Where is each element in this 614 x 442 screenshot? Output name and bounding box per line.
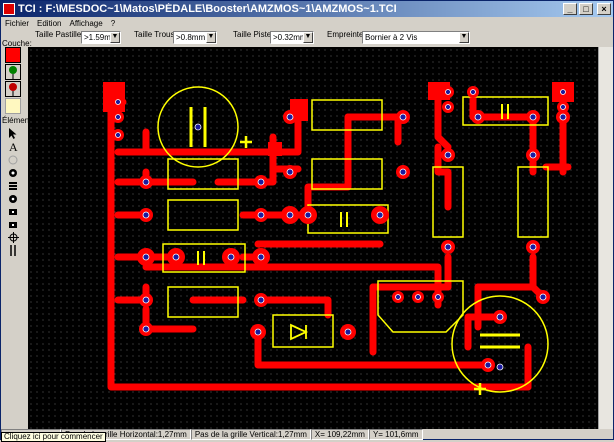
menu-affichage[interactable]: Affichage <box>69 19 103 28</box>
resistor-r5 <box>167 286 239 318</box>
resistor-r6 <box>432 166 464 238</box>
resistor-r1 <box>311 99 383 131</box>
pastilles-select[interactable]: >1.59mm ▼ <box>81 31 121 44</box>
vertical-scrollbar[interactable] <box>598 47 613 429</box>
text-icon[interactable]: A <box>3 140 23 153</box>
diode-d1 <box>272 314 334 348</box>
minimize-button[interactable]: _ <box>563 3 577 15</box>
menu-help[interactable]: ? <box>110 19 116 28</box>
drill-holes <box>115 89 567 371</box>
toolbar: Taille Pastilles : >1.59mm ▼ Taille Trou… <box>1 30 613 48</box>
menu-fichier[interactable]: Fichier <box>5 19 30 28</box>
pcb-canvas[interactable] <box>28 47 613 429</box>
layer-green-button[interactable] <box>5 64 21 80</box>
maximize-button[interactable]: □ <box>579 3 593 15</box>
component-icon[interactable] <box>3 218 23 231</box>
trous-value: >0.8mm <box>176 33 206 42</box>
empreinte-label: Empreinte : <box>327 30 368 39</box>
pastilles-value: >1.59mm <box>84 33 118 42</box>
capacitor-c3 <box>462 96 549 126</box>
resistor-r2 <box>167 158 239 190</box>
resistor-r7 <box>517 166 549 238</box>
couche-label: Couche: <box>2 39 32 48</box>
empreinte-value: Bornier à 2 Vis <box>365 33 418 42</box>
app-icon <box>3 3 15 15</box>
resistor-r4 <box>311 158 383 190</box>
pad-square <box>268 142 282 156</box>
electrolytic-capacitor-bottom <box>451 295 549 393</box>
pistes-select[interactable]: >0.32mm ▼ <box>270 31 314 44</box>
menu-edition[interactable]: Edition <box>37 19 62 28</box>
chevron-down-icon[interactable]: ▼ <box>110 32 120 43</box>
pad-rect-icon[interactable] <box>3 205 23 218</box>
capacitor-c2 <box>162 243 246 273</box>
pistes-label: Taille Pistes : <box>233 30 280 39</box>
transistor-outline <box>377 280 464 333</box>
start-tooltip: Cliquez ici pour commencer <box>1 432 106 442</box>
layer-copper-button[interactable] <box>5 47 21 63</box>
trous-label: Taille Trous : <box>134 30 179 39</box>
pcb-drawing <box>103 82 574 395</box>
pin-green-icon <box>9 66 17 79</box>
silkscreen <box>157 86 549 395</box>
pad-lines-icon[interactable] <box>3 179 23 192</box>
pad-ring-icon[interactable] <box>3 166 23 179</box>
chevron-down-icon[interactable]: ▼ <box>459 32 469 43</box>
trous-select[interactable]: >0.8mm ▼ <box>173 31 217 44</box>
close-button[interactable]: × <box>597 3 611 15</box>
chevron-down-icon[interactable]: ▼ <box>303 32 313 43</box>
status-grid-vertical: Pas de la grille Vertical:1,27mm <box>190 429 311 440</box>
pad-cluster-left <box>103 82 125 112</box>
elements-label: Éléments: <box>2 116 38 125</box>
svg-text:A: A <box>9 141 18 152</box>
status-x: X= 109,22mm <box>310 429 369 440</box>
tools-panel: Couche: Éléments: A <box>1 39 38 429</box>
pin-red-icon <box>9 83 17 96</box>
empreinte-select[interactable]: Bornier à 2 Vis ▼ <box>362 31 470 44</box>
copper-tracks <box>107 93 572 391</box>
pistes-value: >0.32mm <box>273 33 307 42</box>
pad-square-icon[interactable] <box>3 192 23 205</box>
pad-circle-icon[interactable] <box>3 153 23 166</box>
electrolytic-capacitor-top <box>157 86 239 168</box>
crosshair-icon[interactable] <box>3 231 23 244</box>
cursor-icon[interactable] <box>3 127 23 140</box>
status-y: Y= 101,6mm <box>368 429 423 440</box>
layer-silk-button[interactable] <box>5 98 21 114</box>
window-title: TCI : F:\MESDOC~1\Matos\PÉDALE\Booster\A… <box>18 3 397 15</box>
vertical-pins-icon[interactable] <box>3 244 23 257</box>
resistor-r3 <box>167 199 239 231</box>
chevron-down-icon[interactable]: ▼ <box>206 32 216 43</box>
pastilles-label: Taille Pastilles : <box>35 30 90 39</box>
layer-red-button[interactable] <box>5 81 21 97</box>
menu-bar: Fichier Edition Affichage ? <box>1 17 613 30</box>
title-bar[interactable]: TCI : F:\MESDOC~1\Matos\PÉDALE\Booster\A… <box>1 1 613 17</box>
